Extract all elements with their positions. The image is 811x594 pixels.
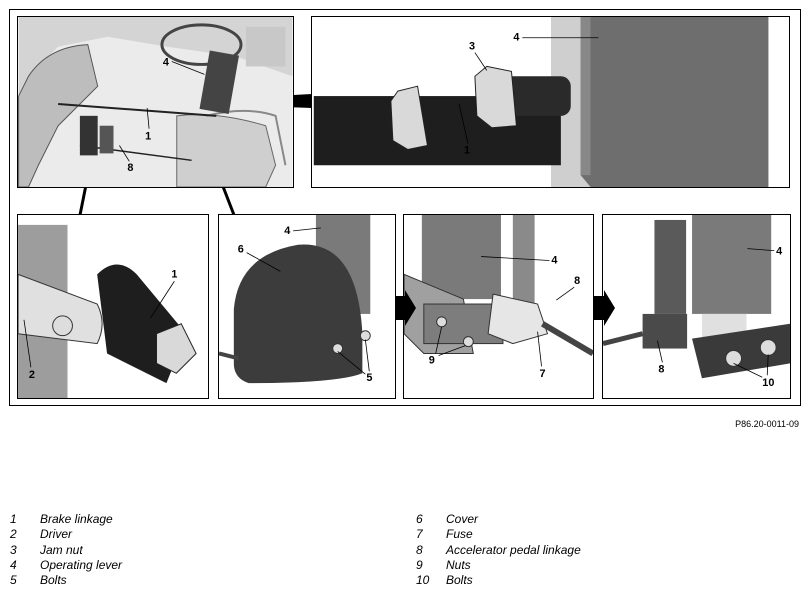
legend-number: 2: [10, 527, 17, 542]
legend-number: 5: [10, 573, 17, 588]
legend-label: Bolts: [40, 573, 67, 588]
legend-label: Driver: [40, 527, 72, 542]
callout-overview-brake: 1: [145, 131, 151, 143]
legend-item: 9 Nuts: [416, 558, 581, 573]
figure-code: P86.20-0011-09: [735, 419, 799, 429]
callout-p4-lever: 4: [776, 246, 782, 258]
callout-p2-cover: 6: [238, 244, 244, 256]
accelerator-linkage-illustration: 4 8 10: [603, 215, 790, 398]
callout-detail-lever: 4: [513, 32, 519, 44]
callout-overview-accel: 8: [127, 162, 133, 174]
callout-p3-accel: 8: [574, 275, 580, 287]
legend-label: Bolts: [446, 573, 473, 588]
fuse-illustration: 4 8 9 7: [404, 215, 593, 398]
legend-number: 8: [416, 542, 423, 557]
legend-item: 5 Bolts: [10, 573, 122, 588]
step-panel-1: 1 2: [17, 214, 209, 399]
callout-p4-accel: 8: [658, 363, 664, 375]
driver-illustration: 1 2: [18, 215, 208, 398]
callout-p3-fuse: 7: [540, 368, 546, 380]
legend-item: 7 Fuse: [416, 527, 581, 542]
overview-panel: 4 1 8: [17, 16, 294, 188]
callout-detail-nut: 3: [469, 41, 475, 53]
legend-number: 9: [416, 557, 423, 572]
callout-p2-bolts: 5: [366, 372, 372, 384]
legend-number: 4: [10, 557, 17, 572]
callout-p3-nuts: 9: [429, 354, 435, 366]
legend-item: 4 Operating lever: [10, 558, 122, 573]
legend-number: 3: [10, 542, 17, 557]
callout-overview-lever: 4: [163, 56, 169, 68]
callout-p4-bolts: 10: [762, 377, 774, 389]
legend-item: 2 Driver: [10, 527, 122, 542]
legend-left: 1 Brake linkage 2 Driver 3 Jam nut 4 Operati…: [10, 512, 122, 588]
legend-number: 6: [416, 512, 423, 526]
legend-item: 3 Jam nut: [10, 543, 122, 558]
legend-label: Accelerator pedal linkage: [446, 542, 581, 557]
legend-label: Jam nut: [40, 542, 83, 557]
legend-label: Brake linkage: [40, 512, 113, 526]
callout-p1-driver: 2: [29, 369, 35, 381]
step-panel-2: 4 6 5: [218, 214, 396, 399]
legend-label: Fuse: [446, 527, 473, 542]
overview-illustration: 4 1 8: [18, 17, 293, 187]
step-panel-4: 4 8 10: [602, 214, 791, 399]
callout-detail-brake: 1: [464, 144, 470, 156]
cover-illustration: 4 6 5: [219, 215, 395, 398]
legend-label: Operating lever: [40, 557, 123, 572]
legend-item: 10 Bolts: [416, 573, 581, 588]
callout-p1-brake: 1: [171, 268, 177, 280]
detail-brake-panel: 4 3 1: [311, 16, 790, 188]
step-panel-3: 4 8 9 7: [403, 214, 594, 399]
legend-item: 8 Accelerator pedal linkage: [416, 543, 581, 558]
legend-label: Cover: [446, 512, 479, 526]
legend-number: 10: [416, 573, 430, 588]
legend-label: Nuts: [446, 557, 471, 572]
jam-nut-illustration: 4 3 1: [313, 17, 788, 187]
callout-p2-lever: 4: [284, 225, 290, 237]
legend-number: 7: [416, 527, 423, 542]
callout-p3-lever: 4: [551, 254, 557, 266]
legend-item: 6 Cover: [416, 512, 581, 527]
legend-number: 1: [10, 512, 17, 526]
legend-item: 1 Brake linkage: [10, 512, 122, 527]
